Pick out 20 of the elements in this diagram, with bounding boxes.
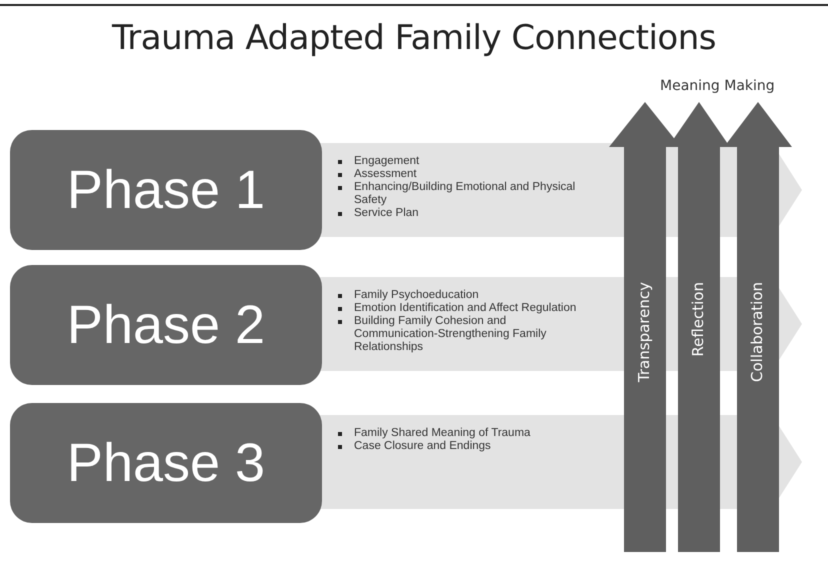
phase-box xyxy=(10,403,322,523)
phase-title: Phase 1 xyxy=(66,159,266,221)
arrow-label: Collaboration xyxy=(748,282,766,382)
bullet-item: Family Shared Meaning of Trauma xyxy=(336,427,586,440)
bullet-item: Emotion Identification and Affect Regulation xyxy=(336,302,586,315)
bullet-item: Enhancing/Building Emotional and Physical Safety xyxy=(336,181,586,207)
arrow-label: Reflection xyxy=(689,282,707,357)
phase-box xyxy=(10,265,322,385)
diagram-title: Trauma Adapted Family Connections xyxy=(110,18,717,58)
bullet-item: Case Closure and Endings xyxy=(336,440,586,453)
arrow-label: Transparency xyxy=(635,282,653,382)
phase-box xyxy=(10,130,322,250)
arrow-group-label: Meaning Making xyxy=(660,78,775,94)
phase-title: Phase 3 xyxy=(66,432,266,494)
bullet-item: Building Family Cohesion and Communication-Strengthening Family Relationships xyxy=(336,315,586,354)
bullet-item: Engagement xyxy=(336,155,586,168)
phase-title: Phase 2 xyxy=(66,294,266,356)
bullet-item: Family Psychoeducation xyxy=(336,289,586,302)
bullet-item: Service Plan xyxy=(336,207,586,220)
bullet-item: Assessment xyxy=(336,168,586,181)
